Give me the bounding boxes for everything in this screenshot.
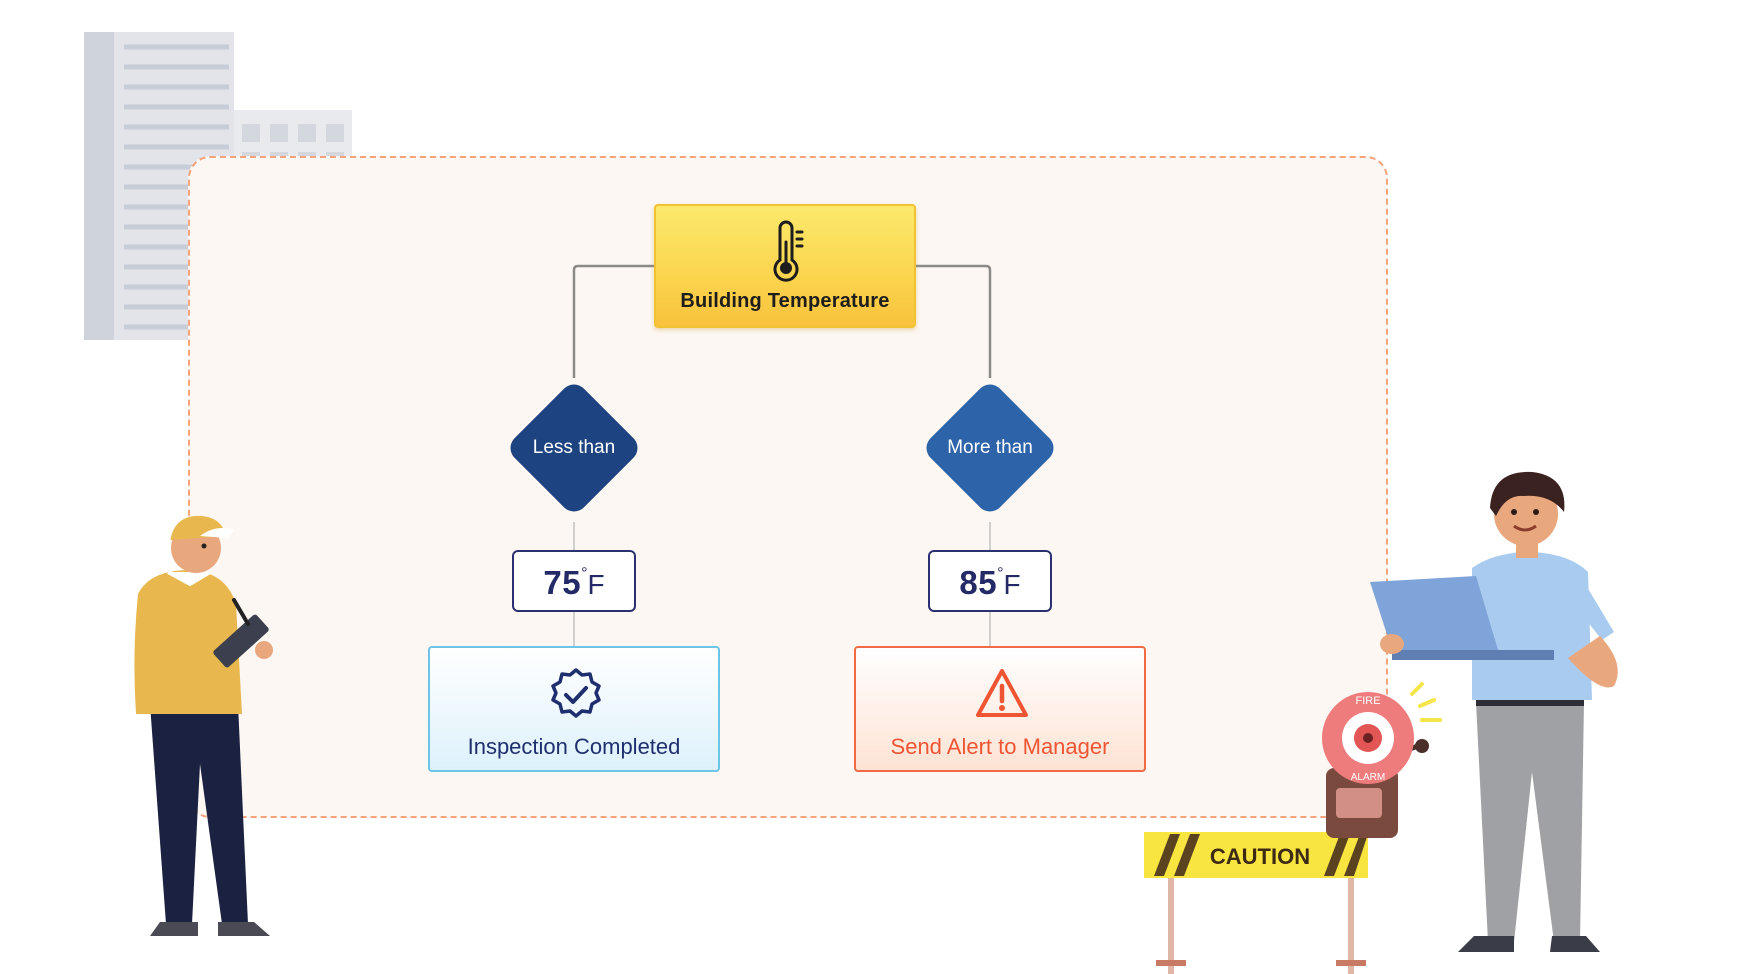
- threshold-value: 75: [543, 564, 582, 601]
- unit-letter: F: [1003, 569, 1021, 600]
- degree-symbol: °: [997, 565, 1004, 582]
- inspector-illustration: [134, 515, 273, 936]
- result-label: Inspection Completed: [467, 734, 681, 759]
- thermometer-icon: [773, 220, 804, 282]
- decision-label: More than: [947, 437, 1033, 458]
- decision-more-than: More than: [915, 373, 1065, 523]
- fire-alarm-label-top: FIRE: [1355, 695, 1380, 707]
- threshold-value: 85: [959, 564, 998, 601]
- warning-triangle-icon: [976, 669, 1028, 717]
- verified-badge-icon: [551, 668, 601, 718]
- fire-alarm-label-bottom: ALARM: [1351, 772, 1385, 783]
- threshold-unit: °F: [581, 565, 605, 601]
- result-label: Send Alert to Manager: [890, 734, 1110, 759]
- threshold-75f: 75°F: [512, 550, 636, 612]
- result-inspection-completed: Inspection Completed: [428, 646, 720, 772]
- result-send-alert: Send Alert to Manager: [854, 646, 1146, 772]
- decision-label: Less than: [532, 437, 616, 458]
- decision-less-than: Less than: [499, 373, 649, 523]
- degree-symbol: °: [581, 565, 588, 582]
- unit-letter: F: [587, 569, 605, 600]
- caution-sign-text: CAUTION: [1210, 844, 1310, 869]
- manager-illustration: [1370, 471, 1618, 952]
- root-node-label: Building Temperature: [680, 290, 890, 312]
- fire-alarm-illustration: FIRE ALARM: [1322, 682, 1442, 838]
- threshold-unit: °F: [997, 565, 1021, 601]
- root-node-building-temperature: Building Temperature: [654, 204, 916, 328]
- caution-barrier-illustration: CAUTION: [1144, 832, 1368, 974]
- threshold-85f: 85°F: [928, 550, 1052, 612]
